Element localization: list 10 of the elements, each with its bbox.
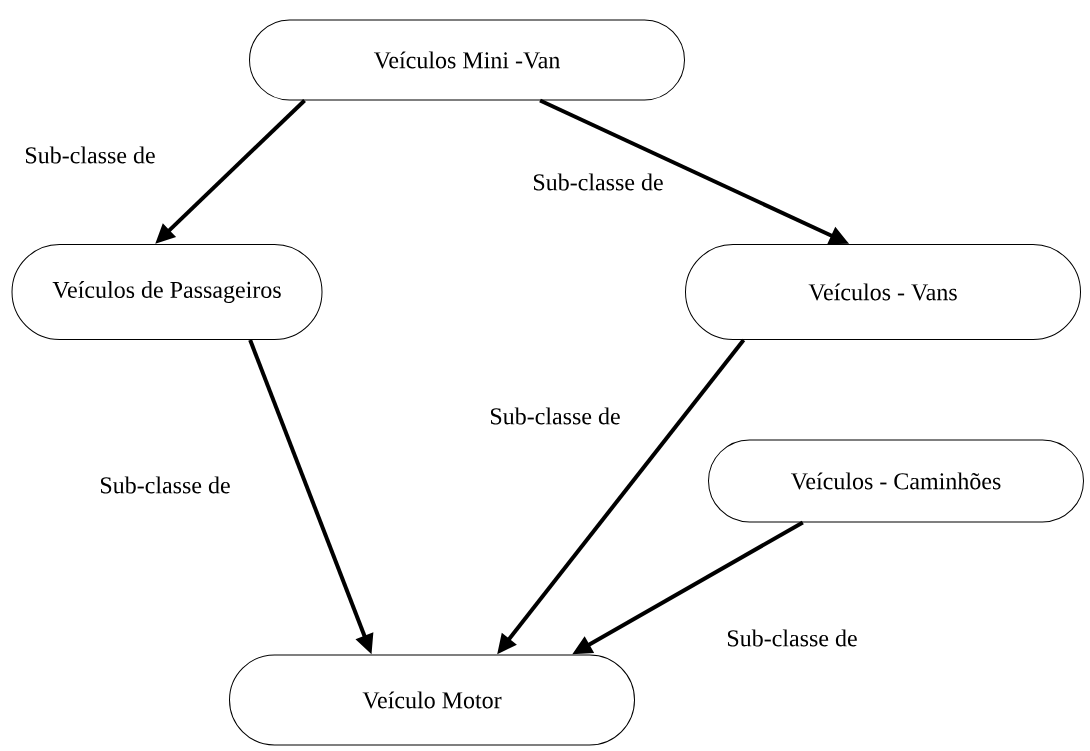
edge-label: Sub-classe de bbox=[724, 627, 860, 649]
rounded-box: Veículos de Passageiros bbox=[11, 244, 323, 340]
edge-label: Sub-classe de bbox=[97, 474, 233, 496]
rounded-box: Veículo Motor bbox=[229, 654, 635, 746]
rounded-box: Veículos - Caminhões bbox=[708, 439, 1084, 523]
edge-label: Sub-classe de bbox=[22, 144, 158, 166]
edge-label: Sub-classe de bbox=[487, 405, 623, 427]
rounded-box: Veículos Mini -Van bbox=[249, 19, 685, 101]
rounded-box: Veículos - Vans bbox=[685, 244, 1081, 340]
edge-label: Sub-classe de bbox=[530, 171, 666, 193]
